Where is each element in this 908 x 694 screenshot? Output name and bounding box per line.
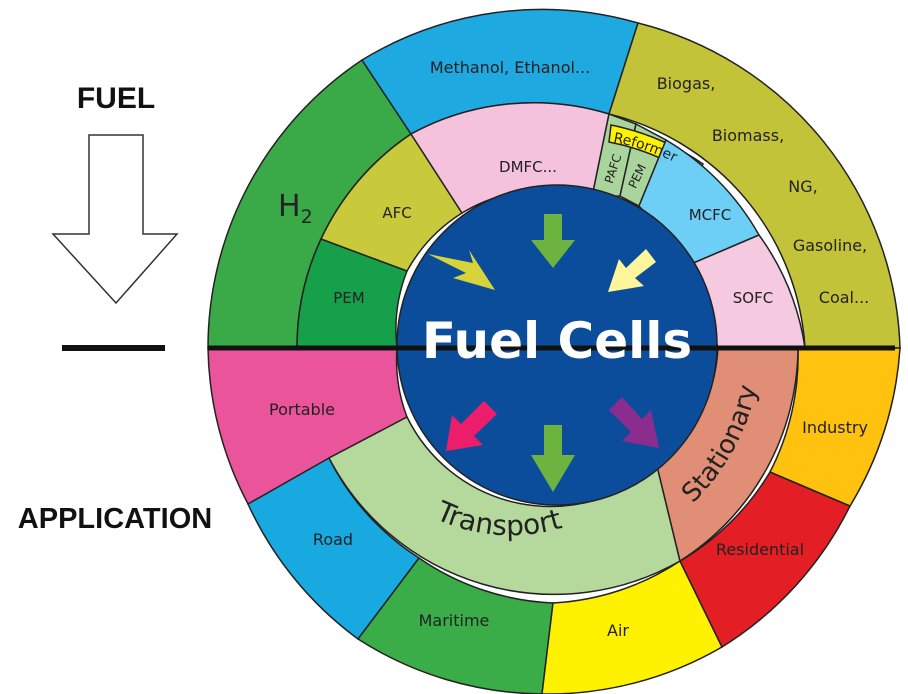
afc-label: AFC: [382, 204, 411, 222]
industry-label: Industry: [802, 418, 868, 437]
methanol-label: Methanol, Ethanol...: [430, 58, 590, 77]
sofc-label: SOFC: [733, 289, 773, 307]
dmfc-label: DMFC...: [499, 158, 557, 176]
pem-left-label: PEM: [333, 289, 364, 307]
coal-label: Coal...: [819, 288, 869, 307]
outer-ring: [207, 8, 901, 694]
core-arrows: [428, 214, 659, 492]
mcfc-label: MCFC: [689, 206, 732, 224]
application-heading: APPLICATION: [18, 503, 212, 535]
fuel-heading: FUEL: [77, 82, 155, 115]
arrow-top-icon: [531, 214, 575, 268]
road-label: Road: [313, 530, 353, 549]
ng-label: NG,: [788, 177, 817, 196]
arrow-top-left-icon: [428, 250, 495, 290]
arrow-bottom-left-icon: [446, 401, 497, 451]
biomass-label: Biomass,: [712, 126, 784, 145]
arrow-bottom-right-icon: [609, 397, 659, 448]
center-title: Fuel Cells: [422, 312, 692, 370]
residential-label: Residential: [716, 540, 804, 559]
maritime-label: Maritime: [419, 611, 490, 630]
air-label: Air: [607, 621, 629, 640]
gasoline-label: Gasoline,: [793, 236, 867, 255]
portable-label: Portable: [269, 400, 335, 419]
arrow-bottom-icon: [531, 425, 575, 492]
arrow-top-right-icon: [608, 249, 656, 292]
band-transport: [327, 415, 681, 596]
segment-maritime: [356, 556, 554, 694]
hydrogen-label: H2: [278, 189, 313, 228]
biogas-label: Biogas,: [657, 74, 716, 93]
fuel-down-arrow-icon: [51, 134, 179, 305]
